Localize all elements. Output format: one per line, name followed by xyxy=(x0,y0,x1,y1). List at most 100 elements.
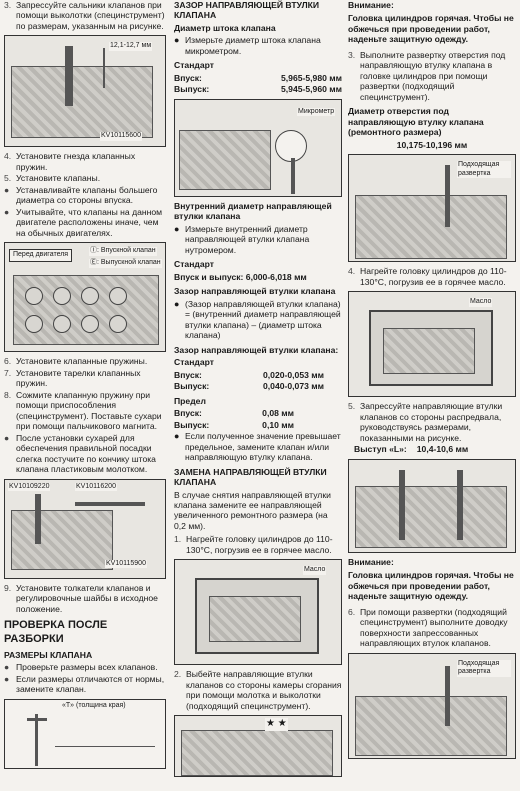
list-mark: 8. xyxy=(4,389,12,400)
cylinder-head-drawing xyxy=(11,509,113,570)
list-item: ●Учитывайте, что клапаны на данном двига… xyxy=(4,207,166,238)
bullet-icon: ● xyxy=(174,223,180,234)
list-item: ●Если размеры отличаются от нормы, замен… xyxy=(4,674,166,695)
list-mark: ● xyxy=(4,432,10,443)
step-number: 6. xyxy=(348,606,356,617)
figure-reamer-finish: Подходящая развертка xyxy=(348,652,516,759)
step-3: 3. Запрессуйте сальники клапанов при пом… xyxy=(4,0,166,31)
cylinder-head-drawing xyxy=(179,129,271,190)
valve-stem-drawing xyxy=(35,713,38,766)
lever-drawing xyxy=(75,501,145,506)
spec-row: Выступ «L»: 10,4-10,6 мм xyxy=(354,444,516,454)
valve-circle xyxy=(109,287,127,306)
spec-key: Впуск: xyxy=(174,72,202,83)
list-mark: ● xyxy=(4,673,10,684)
spec-line: Впуск и выпуск: 6,000-6,018 мм xyxy=(174,271,307,282)
spec-value: 0,040-0,073 мм xyxy=(263,381,324,392)
warning-label: Внимание: xyxy=(348,556,394,567)
list-item: ●Проверьте размеры всех клапанов. xyxy=(4,662,166,672)
figure-valve-layout: Перед двигателя Ⓘ: Впускной клапан Ⓔ: Вы… xyxy=(4,242,166,353)
spec-key: Выпуск: xyxy=(174,419,210,430)
spec-row: Выпуск: 0,040-0,073 мм xyxy=(174,381,324,391)
engine-front-label: Перед двигателя xyxy=(9,249,73,262)
spec-row: Впуск:0,020-0,053 мм xyxy=(174,370,324,380)
figure-reamer: Подходящая развертка xyxy=(348,154,516,263)
figure-oil-bath-2: Масло xyxy=(348,291,516,398)
spec-value: 10,4-10,6 мм xyxy=(416,444,469,455)
list-text: Устанавливайте клапаны большего диаметра… xyxy=(16,184,158,206)
valve-thickness-label: «T» (толщина края) xyxy=(61,701,127,711)
tool-code-1: KV10109220 xyxy=(8,482,51,492)
spec-value: 0,10 мм xyxy=(262,419,294,430)
list-text: Если полученное значение превышает преде… xyxy=(185,431,341,463)
standard-label: Стандарт xyxy=(174,60,214,71)
spec-key: Впуск: xyxy=(174,408,202,419)
figure-oil-bath: Масло xyxy=(174,559,342,666)
section-title: Зазор направляющей втулки клапана xyxy=(174,286,336,297)
compressor-tool-drawing xyxy=(35,493,41,544)
spec-key: Выступ «L»: xyxy=(354,444,407,455)
section-title: Диаметр отверстия под направляющую втулк… xyxy=(348,106,484,138)
cylinder-head-drawing xyxy=(11,66,153,139)
subsection-title: РАЗМЕРЫ КЛАПАНА xyxy=(4,649,93,660)
figure-dimension-label: 12,1-12,7 мм xyxy=(109,42,153,51)
step-text: Установите толкатели клапанов и регулиро… xyxy=(16,582,158,614)
step-3: 3.Выполните развертку отверстия под напр… xyxy=(348,50,516,102)
figure-valve-dimensions: «T» (толщина края) xyxy=(4,698,166,769)
list-item: ●Измерьте внутренний диаметр направляюще… xyxy=(174,224,342,255)
list-text: Проверьте размеры всех клапанов. xyxy=(16,662,158,673)
step-2: 2.Выбейте направляющие втулки клапанов с… xyxy=(174,669,342,711)
column-middle: ЗАЗОР НАПРАВЛЯЮЩЕЙ ВТУЛКИ КЛАПАНА Диамет… xyxy=(174,0,342,781)
reamer-drawing xyxy=(445,165,450,228)
section-title: ЗАМЕНА НАПРАВЛЯЮЩЕЙ ВТУЛКИ КЛАПАНА xyxy=(174,466,327,488)
dimension-line xyxy=(103,48,105,89)
micrometer-drawing xyxy=(275,129,307,162)
step-text: Запрессуйте направляющие втулки клапанов… xyxy=(360,401,503,443)
step-text: При помощи развертки (подходящий специнс… xyxy=(360,606,508,649)
subsection-title: Диаметр штока клапана xyxy=(174,22,276,33)
list-text: После установки сухарей для обеспечения … xyxy=(16,432,156,475)
step-text: Запрессуйте сальники клапанов при помощи… xyxy=(16,0,165,31)
step-text: Выбейте направляющие втулки клапанов со … xyxy=(186,669,342,711)
step-1: 1.Нагрейте головку цилиндров до 110-130°… xyxy=(174,534,342,555)
valve-circle xyxy=(109,315,127,334)
step-number: 5. xyxy=(348,401,356,412)
list-text: Измерьте диаметр штока клапана микрометр… xyxy=(185,35,321,56)
step-4: 4.Нагрейте головку цилиндров до 110-130°… xyxy=(348,266,516,287)
list-mark: 4. xyxy=(4,151,12,162)
bullet-icon: ● xyxy=(174,35,180,46)
spec-key: Выпуск: xyxy=(174,84,210,95)
star-icon: ★ ★ xyxy=(265,718,288,731)
step-9: 9. Установите толкатели клапанов и регул… xyxy=(4,583,166,614)
list-item: ●(Зазор направляющей втулки клапана) = (… xyxy=(174,299,342,341)
section-title: ПРОВЕРКА ПОСЛЕ РАЗБОРКИ xyxy=(4,619,108,645)
figure-tool-code: KV10115600 xyxy=(100,132,142,141)
limit-label: Предел xyxy=(174,395,206,406)
spec-value: 10,175-10,196 мм xyxy=(396,139,468,150)
reamer-label: Подходящая развертка xyxy=(457,659,511,677)
step-text: Выполните развертку отверстия под направ… xyxy=(360,49,506,102)
spec-row: Выпуск: 5,945-5,960 мм xyxy=(174,84,342,94)
valve-guide-drawing xyxy=(399,469,405,540)
list-item: 6.Установите клапанные пружины. xyxy=(4,356,166,366)
drift-tool-drawing xyxy=(65,46,73,107)
list-text: (Зазор направляющей втулки клапана) = (в… xyxy=(185,298,341,341)
spec-key: Выпуск: xyxy=(174,381,210,392)
list-install-valves: 4.Установите гнезда клапанных пружин. 5.… xyxy=(4,151,166,238)
list-item: 8.Сожмите клапанную пружину при помощи п… xyxy=(4,390,166,432)
exhaust-valve-label: Ⓔ: Выпускной клапан xyxy=(89,259,162,268)
figure-spring-compressor: KV10109220 KV10116200 KV10115900 xyxy=(4,478,166,579)
spec-value: 0,08 мм xyxy=(262,408,294,419)
valve-circle xyxy=(53,315,71,334)
list-text: Установите тарелки клапанных пружин. xyxy=(16,367,141,389)
step-text: Нагрейте головку цилиндров до 110-130°С,… xyxy=(186,534,333,555)
list-mark: 6. xyxy=(4,356,12,367)
valve-guide-drawing xyxy=(457,469,463,540)
step-5: 5. Запрессуйте направляющие втулки клапан… xyxy=(348,401,516,443)
spec-value: 5,945-5,960 мм xyxy=(281,84,342,95)
step-number: 9. xyxy=(4,582,12,593)
cylinder-head-drawing xyxy=(355,195,507,260)
list-text: Учитывайте, что клапаны на данном двигат… xyxy=(16,206,163,238)
spec-key: Впуск: xyxy=(174,369,202,380)
column-left: 3. Запрессуйте сальники клапанов при пом… xyxy=(4,0,166,773)
